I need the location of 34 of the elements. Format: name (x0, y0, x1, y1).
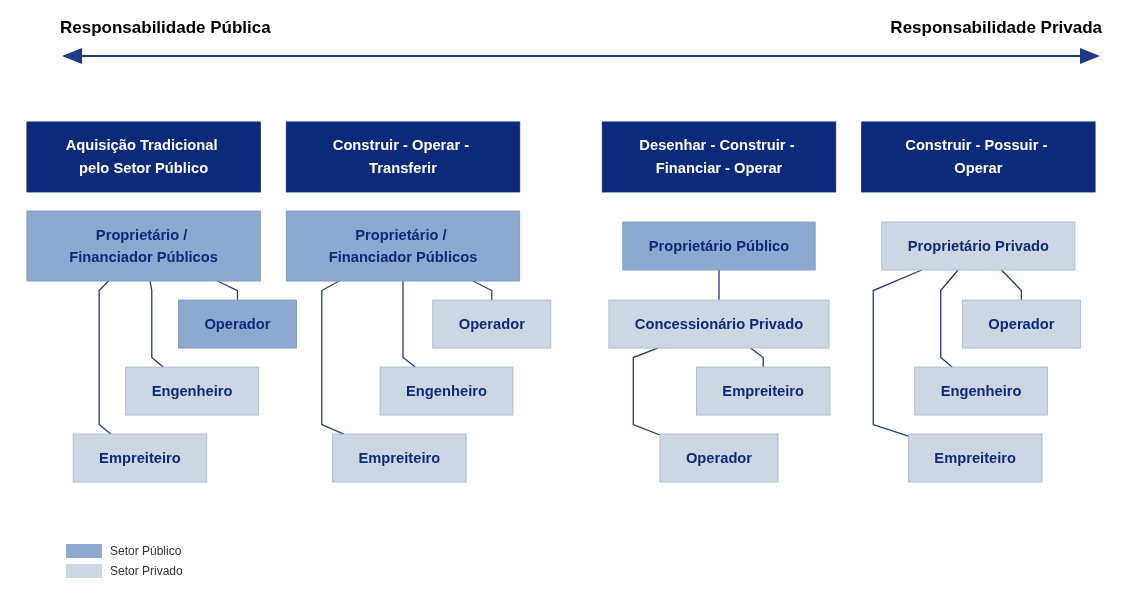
connector (472, 280, 493, 301)
node-box: Engenheiro (914, 366, 1048, 416)
node-box: Proprietário Público (622, 221, 816, 271)
node-box: Empreiteiro (332, 433, 467, 483)
axis-label: Responsabilidade Pública (60, 18, 271, 38)
node-box: Empreiteiro (908, 433, 1043, 483)
axis-label: Responsabilidade Privada (890, 18, 1102, 38)
connector (940, 269, 959, 368)
node-box: Operador (659, 433, 779, 483)
connector (750, 347, 764, 368)
node-box: Empreiteiro (72, 433, 208, 483)
node-box: Concessionário Privado (608, 299, 830, 349)
connector (632, 347, 661, 436)
node-box: Operador (178, 299, 297, 349)
legend-label: Setor Público (110, 544, 182, 558)
connector (321, 280, 345, 435)
connector (1000, 269, 1023, 301)
connector (98, 280, 112, 435)
connector (402, 280, 416, 368)
node-box: Engenheiro (379, 366, 514, 416)
node-box: Construir - Operar - Transferir (285, 121, 521, 193)
node-box: Aquisição Tradicional pelo Setor Público (26, 121, 261, 193)
connector (149, 280, 164, 368)
node-box: Proprietário / Financiador Públicos (26, 210, 261, 282)
node-box: Desenhar - Construir - Financiar - Operar (601, 121, 837, 193)
node-box: Operador (961, 299, 1081, 349)
connector (718, 269, 720, 301)
legend-label: Setor Privado (110, 564, 183, 578)
node-box: Operador (432, 299, 552, 349)
node-box: Engenheiro (125, 366, 259, 416)
node-box: Proprietário / Financiador Públicos (285, 210, 521, 282)
node-box: Proprietário Privado (881, 221, 1076, 271)
node-box: Empreiteiro (696, 366, 831, 416)
node-box: Construir - Possuir - Operar (861, 121, 1096, 193)
